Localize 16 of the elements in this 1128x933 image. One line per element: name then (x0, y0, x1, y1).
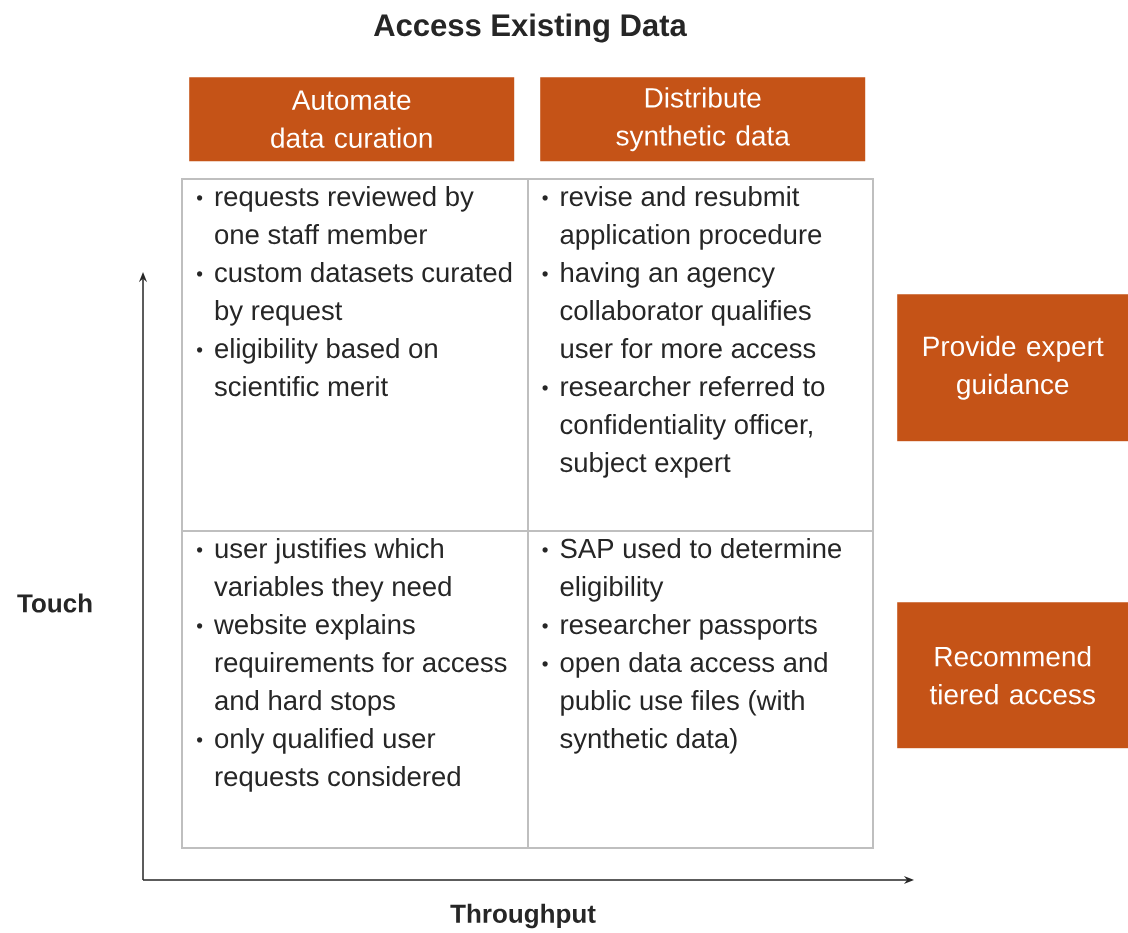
action-box: Distribute synthetic data (540, 77, 866, 162)
bullet-item: open data access and public use files (with synthetic data) (542, 652, 827, 754)
title: Access Existing Data (374, 13, 687, 43)
grid-cell (527, 530, 874, 849)
bullet-item: eligibility based on scientific merit (197, 338, 437, 397)
bullet-item: only qualified user requests considered (197, 728, 460, 792)
bullet-item: researcher referred to confidentiality officer, subject expert (542, 376, 825, 478)
axis-label: Throughput (450, 903, 596, 929)
axis-label: Touch (17, 593, 92, 613)
bullet-item: researcher passports (542, 614, 817, 640)
grid-cell (181, 530, 529, 849)
action-box: Automate data curation (189, 77, 515, 162)
grid-cell (181, 178, 529, 532)
grid-cell (527, 178, 874, 532)
action-box: Recommend tiered access (897, 602, 1128, 749)
action-box: Provide expert guidance (897, 294, 1128, 442)
